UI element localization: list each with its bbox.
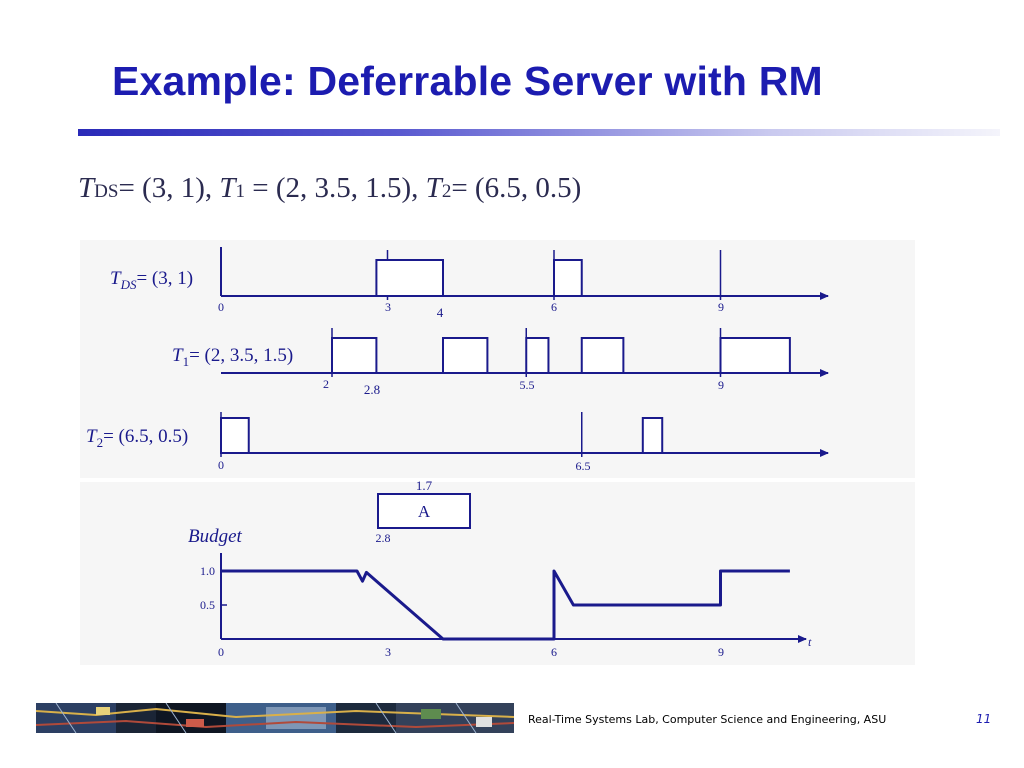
t1-row: T1= (2, 3.5, 1.5) 2 2.8 5.5 9 <box>172 328 829 397</box>
circuit-board-graphic <box>36 703 514 733</box>
t1-execution-box <box>331 337 378 374</box>
t1-tick-label-9: 9 <box>718 378 724 392</box>
t1-value: = (2, 3.5, 1.5), <box>245 172 426 204</box>
tds-tick-label-9: 9 <box>718 300 724 314</box>
t2-symbol: T <box>425 172 442 204</box>
budget-x-label-6: 6 <box>551 645 557 659</box>
tds-symbol: T <box>78 172 95 204</box>
budget-axis-t-label: t <box>808 635 812 649</box>
t2-subscript: 2 <box>441 181 452 202</box>
t1-execution-box <box>525 337 550 374</box>
t1-execution-box <box>580 337 625 374</box>
tds-label-4: 4 <box>437 305 444 320</box>
t2-execution-box <box>641 417 664 454</box>
budget-x-label-9: 9 <box>718 645 724 659</box>
aperiodic-job-box <box>377 493 471 529</box>
title-underline <box>78 129 1000 136</box>
aperiodic-exec-label: 1.7 <box>416 478 433 493</box>
budget-title: Budget <box>188 526 243 547</box>
aperiodic-job: 1.7 A 2.8 <box>376 478 471 545</box>
t1-tick-label-5-5: 5.5 <box>520 378 535 392</box>
footer-lab-name: Real-Time Systems Lab, Computer Science … <box>528 713 887 726</box>
budget-curve <box>221 569 790 641</box>
t1-execution-box <box>719 337 791 374</box>
t2-value: = (6.5, 0.5) <box>451 172 582 204</box>
aperiodic-arrival-label: 2.8 <box>376 531 391 545</box>
t1-tick-label-2-8: 2.8 <box>364 382 380 397</box>
slide-title: Example: Deferrable Server with RM <box>112 58 823 104</box>
t2-row-label: T2= (6.5, 0.5) <box>86 426 188 450</box>
tds-row: TDS= (3, 1) 0 3 6 9 4 <box>110 247 829 320</box>
aperiodic-job-label: A <box>418 502 431 521</box>
t1-row-label: T1= (2, 3.5, 1.5) <box>172 345 293 369</box>
t1-symbol: T <box>219 172 236 204</box>
tds-tick-label-3: 3 <box>385 300 391 314</box>
tds-tick-label-6: 6 <box>551 300 557 314</box>
t1-tick-label-2: 2 <box>323 377 329 391</box>
task-parameters: TDS= (3, 1), T1 = (2, 3.5, 1.5), T2= (6.… <box>78 172 581 205</box>
budget-figure-background <box>80 482 915 665</box>
budget-chart: Budget 1.0 0.5 0 3 6 9 t <box>188 526 812 659</box>
tds-tick-label-0: 0 <box>218 300 224 314</box>
budget-y-label-0-5: 0.5 <box>200 598 215 612</box>
t2-row: T2= (6.5, 0.5) 0 6.5 <box>86 412 829 473</box>
tds-row-label: TDS= (3, 1) <box>110 268 193 292</box>
t2-tick-label-0: 0 <box>218 458 224 472</box>
footer-circuit-image <box>36 703 514 733</box>
t1-execution-box <box>442 337 489 374</box>
tds-execution-box <box>553 259 583 297</box>
tds-subscript: DS <box>94 181 119 202</box>
t2-execution-box <box>220 417 250 454</box>
page-number: 11 <box>976 712 992 726</box>
budget-x-label-3: 3 <box>385 645 391 659</box>
t1-subscript: 1 <box>235 181 246 202</box>
tds-value: = (3, 1), <box>118 172 220 204</box>
t2-tick-label-6-5: 6.5 <box>576 459 591 473</box>
budget-y-label-1-0: 1.0 <box>200 564 215 578</box>
budget-x-label-0: 0 <box>218 645 224 659</box>
tds-execution-box <box>375 259 444 297</box>
